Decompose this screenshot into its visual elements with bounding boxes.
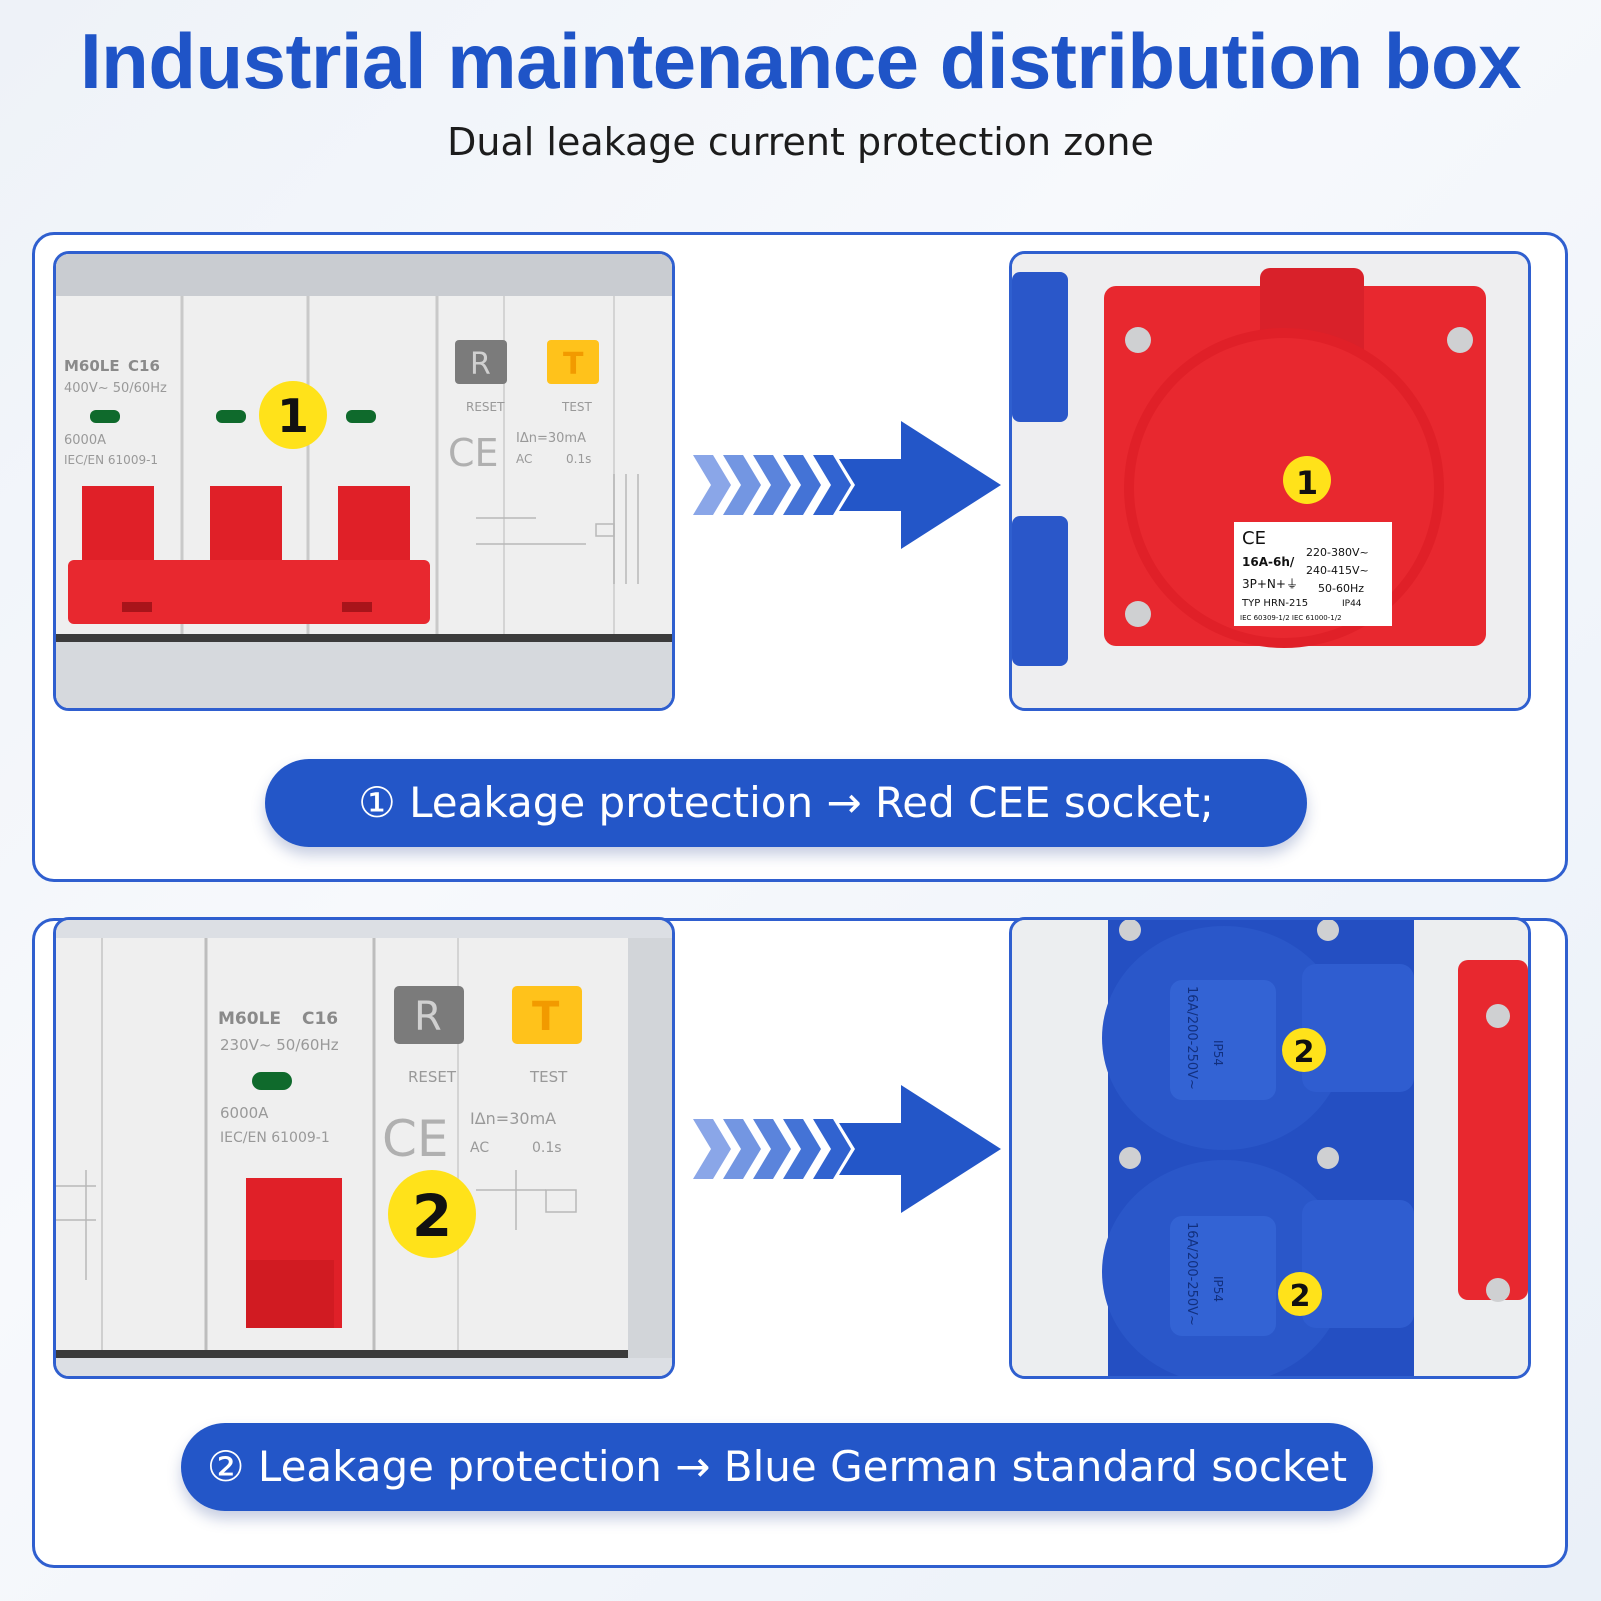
breaker-type: AC: [516, 452, 532, 466]
zone-badge-1-socket: 1: [1296, 464, 1318, 502]
breaker-standard: IEC/EN 61009-1: [220, 1130, 330, 1146]
test-key: T: [563, 347, 584, 382]
breaker-rating: C16: [128, 357, 160, 375]
indicator-led: [252, 1072, 292, 1090]
socket-rating: 16A/200-250V~: [1184, 986, 1199, 1090]
leakage-rating: IΔn=30mA: [516, 431, 586, 446]
zone-2-caption: ② Leakage protection → Blue German stand…: [181, 1423, 1373, 1511]
socket-voltage-2: 240-415V~: [1306, 564, 1369, 577]
german-socket-photo: 16A/200-250V~ IP54 2 16A/200-250V~ IP54 …: [1009, 917, 1531, 1379]
socket-poles: 3P+N+⏚: [1242, 577, 1298, 591]
reset-key: R: [470, 347, 491, 382]
reset-label: RESET: [408, 1068, 457, 1086]
breaker-model: M60LE: [64, 357, 120, 375]
breaker-type: AC: [470, 1140, 489, 1156]
breaker-lever-2[interactable]: [246, 1178, 342, 1328]
zone-badge-2-socket-bottom: 2: [1290, 1279, 1311, 1314]
breaker-lever-1[interactable]: [68, 486, 430, 624]
blue-socket-top: 16A/200-250V~ IP54 2: [1102, 926, 1414, 1150]
socket-type: TYP HRN-215: [1241, 598, 1308, 609]
breaker-capacity: 6000A: [64, 433, 106, 448]
breaker-photo-1: M60LE C16 400V~ 50/60Hz 6000A IEC/EN 610…: [53, 251, 675, 711]
socket-iec: IEC 60309-1/2 IEC 61000-1/2: [1240, 614, 1342, 622]
cee-socket-photo: 1 CE 16A-6h/ 220-380V~ 240-415V~ 3P+N+⏚ …: [1009, 251, 1531, 711]
breaker-voltage: 230V~ 50/60Hz: [220, 1036, 339, 1054]
socket-ip: IP44: [1342, 599, 1362, 609]
reset-label: RESET: [466, 400, 505, 414]
breaker-standard: IEC/EN 61009-1: [64, 453, 158, 467]
page-title: Industrial maintenance distribution box: [80, 17, 1521, 105]
breaker-photo-2: M60LE C16 230V~ 50/60Hz 6000A IEC/EN 610…: [53, 917, 675, 1379]
arrow-right-icon: [693, 421, 1001, 549]
test-label: TEST: [561, 400, 593, 414]
ce-mark: CE: [448, 431, 499, 475]
indicator-led: [216, 410, 246, 423]
breaker-capacity: 6000A: [220, 1104, 269, 1122]
test-label: TEST: [529, 1068, 568, 1086]
socket-ip: IP54: [1211, 1040, 1225, 1066]
socket-frequency: 50-60Hz: [1318, 582, 1364, 595]
zone-badge-2: 2: [412, 1182, 452, 1250]
reset-key: R: [414, 994, 442, 1040]
socket-voltage-1: 220-380V~: [1306, 546, 1369, 559]
socket-current: 16A-6h/: [1242, 555, 1295, 569]
socket-ip: IP54: [1211, 1276, 1225, 1302]
blue-socket-bottom: 16A/200-250V~ IP54 2: [1102, 1160, 1414, 1376]
socket-rating-label: [1234, 522, 1392, 626]
arrow-right-icon: [693, 1085, 1001, 1213]
indicator-led: [346, 410, 376, 423]
test-key: T: [532, 994, 560, 1040]
socket-ce-mark: CE: [1242, 528, 1266, 549]
zone-badge-1: 1: [277, 389, 309, 443]
trip-time: 0.1s: [566, 452, 591, 466]
socket-rating: 16A/200-250V~: [1184, 1222, 1199, 1326]
indicator-led: [90, 410, 120, 423]
trip-time: 0.1s: [532, 1140, 562, 1156]
breaker-model: M60LE: [218, 1009, 281, 1029]
zone-2-panel: M60LE C16 230V~ 50/60Hz 6000A IEC/EN 610…: [32, 917, 1568, 1568]
breaker-voltage: 400V~ 50/60Hz: [64, 381, 167, 396]
zone-1-panel: M60LE C16 400V~ 50/60Hz 6000A IEC/EN 610…: [32, 232, 1568, 882]
zone-badge-2-socket-top: 2: [1294, 1035, 1315, 1070]
zone-1-caption: ① Leakage protection → Red CEE socket;: [265, 759, 1307, 847]
ce-mark: CE: [382, 1110, 449, 1168]
leakage-rating: IΔn=30mA: [470, 1109, 556, 1128]
breaker-rating: C16: [302, 1009, 338, 1029]
page-subtitle: Dual leakage current protection zone: [447, 120, 1154, 164]
